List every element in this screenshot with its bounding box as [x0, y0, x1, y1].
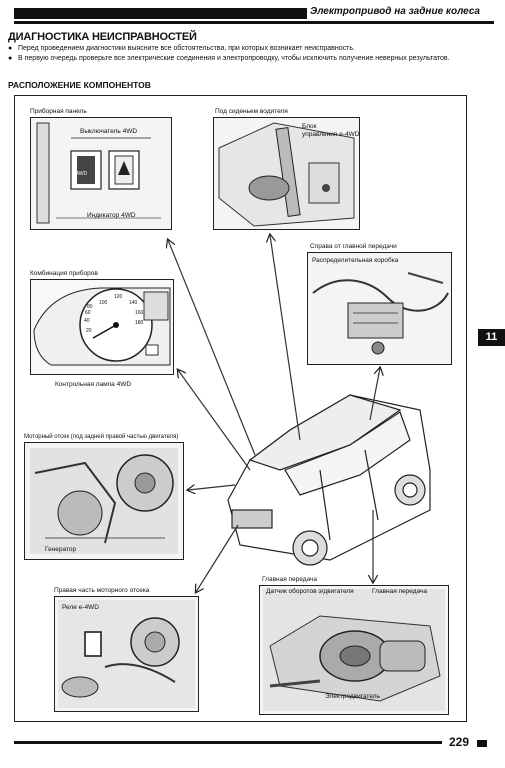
bullet-text: Перед проведением диагностики выясните в… — [18, 45, 355, 52]
switch-text: 4WD — [76, 171, 88, 177]
panel-engine — [24, 442, 184, 560]
panel-final-drive — [259, 585, 449, 715]
dial-tick: 100 — [99, 300, 108, 306]
engine-illustration — [30, 448, 178, 554]
label-4wd-lamp: Контрольная лампа 4WD — [55, 381, 132, 388]
panel-cluster: 100 60 80 40 20 120 140 160 180 — [30, 279, 174, 375]
bullet-icon: ● — [8, 55, 13, 62]
front-right-illustration — [312, 272, 449, 355]
cluster-illustration — [33, 287, 171, 366]
bullet-item: ● Перед проведением диагностики выясните … — [8, 45, 478, 53]
caption-under-seat: Под сиденьем водителя — [215, 108, 288, 115]
panel-under-seat — [213, 117, 360, 230]
caption-dashboard: Приборная панель — [30, 108, 87, 115]
engine-right-illustration — [58, 600, 195, 708]
label-motor: Электродвигатель — [325, 693, 380, 700]
label-relay: Реле e-4WD — [62, 604, 99, 611]
panel-engine-right — [54, 596, 199, 712]
page-mark — [477, 740, 487, 747]
dashboard-illustration — [36, 122, 161, 224]
subsection-title: РАСПОЛОЖЕНИЕ КОМПОНЕНТОВ — [8, 80, 151, 90]
label-ecu-2: управления e-4WD — [302, 131, 360, 138]
caption-front-right: Справа от главной передачи — [310, 243, 397, 250]
dial-tick: 60 — [85, 310, 91, 316]
header-bar — [14, 8, 307, 19]
bullet-text: В первую очередь проверьте все электриче… — [18, 55, 450, 62]
final-drive-illustration — [263, 589, 445, 711]
label-generator: Генератор — [45, 546, 77, 553]
label-final-drive: Главная передача — [372, 588, 428, 595]
label-motor-sensor: Датчик оборотов э/двигателя — [266, 588, 354, 595]
header-title: Электропривод на задние колеса — [310, 6, 480, 17]
caption-cluster: Комбинация приборов — [30, 270, 98, 277]
label-4wd-indicator: Индикатор 4WD — [87, 212, 136, 219]
dial-tick: 40 — [84, 318, 90, 324]
dial-tick: 180 — [135, 320, 144, 326]
header-rule — [14, 21, 494, 24]
panel-dashboard: 4WD — [30, 117, 172, 230]
label-junction-box: Распределительная коробка — [312, 257, 399, 264]
section-tab: 11 — [478, 329, 505, 346]
bullet-item: ● В первую очередь проверьте все электрич… — [8, 55, 478, 63]
page-number: 229 — [449, 735, 470, 749]
dial-tick: 160 — [135, 310, 144, 316]
bullet-icon: ● — [8, 45, 13, 52]
caption-engine: Моторный отсек (под задней правой частью… — [24, 434, 179, 440]
caption-engine-right: Правая часть моторного отсека — [54, 587, 150, 594]
dial-tick: 140 — [129, 300, 138, 306]
caption-final-drive: Главная передача — [262, 576, 318, 583]
dial-tick: 120 — [114, 294, 123, 300]
under-seat-illustration — [218, 122, 355, 227]
label-4wd-switch: Выключатель 4WD — [80, 128, 138, 135]
dial-tick: 20 — [86, 328, 92, 334]
dial-tick: 80 — [87, 304, 93, 310]
section-title: ДИАГНОСТИКА НЕИСПРАВНОСТЕЙ — [8, 31, 197, 43]
diagram-frame — [14, 95, 467, 722]
panel-front-right — [307, 252, 452, 365]
footer-rule — [14, 741, 442, 744]
label-ecu-1: Блок — [302, 123, 317, 130]
